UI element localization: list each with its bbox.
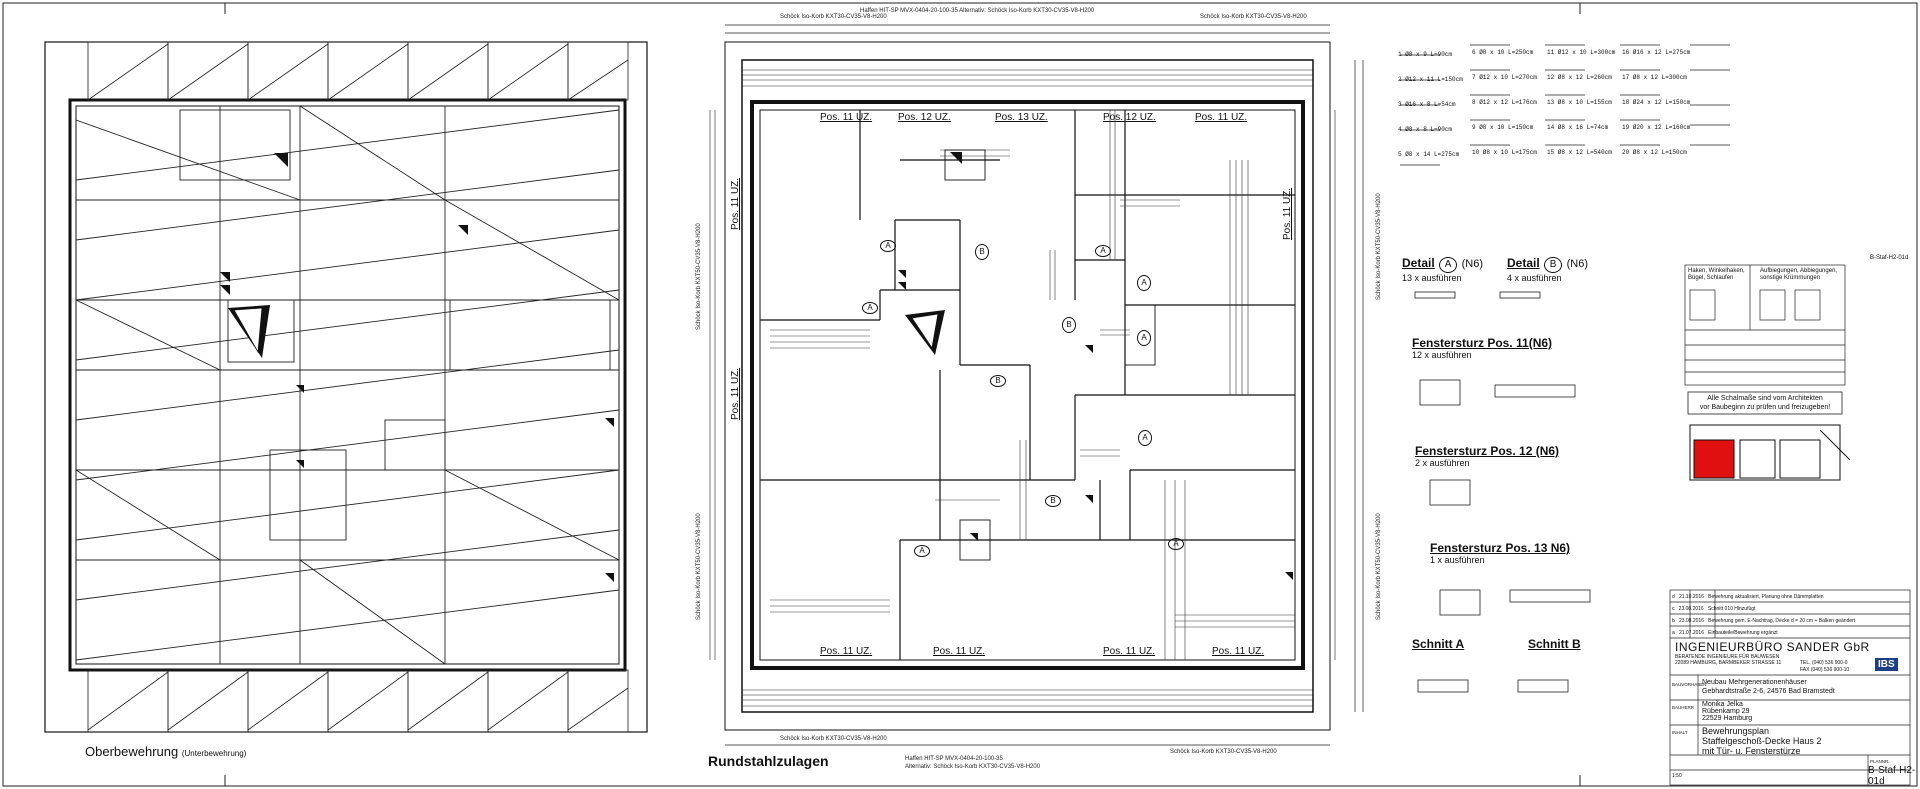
pos-label: Pos. 12 UZ. <box>898 112 951 123</box>
detail-b-mark: B <box>1544 257 1563 273</box>
plan-no-label: PLANNR. <box>1870 759 1890 764</box>
left-plan-title: Oberbewehrung (Unterbewehrung) <box>85 744 247 759</box>
svg-text:Alternativ: Schöck Iso-Korb KX: Alternativ: Schöck Iso-Korb KXT30-CV35-V… <box>905 764 1041 770</box>
revision-row: c 23.08.2016 Schnitt 010 Hinzufügt <box>1672 606 1756 612</box>
left-plan-subtitle: (Unterbewehrung) <box>181 749 247 758</box>
sturz12-sub: 2 x ausführen <box>1415 458 1470 468</box>
office-tel: TEL. (040) 536 900-0 <box>1800 660 1848 666</box>
detail-bubble: B <box>1045 495 1061 507</box>
svg-text:Haffen HIT-SP MVX-0404-20-100-: Haffen HIT-SP MVX-0404-20-100-35 Alterna… <box>860 8 1095 14</box>
pos-label: Pos. 11 UZ. <box>1103 646 1156 657</box>
detail-a-sub: 13 x ausführen <box>1402 273 1462 283</box>
schnitt-b-heading: Schnitt B <box>1528 637 1581 651</box>
sheet-ref: B-Staf-H2-01d <box>1870 255 1909 261</box>
office-name: INGENIEURBÜRO SANDER GbR <box>1675 640 1870 654</box>
office-logo: IBS <box>1875 658 1898 671</box>
detail-b-sub: 4 x ausführen <box>1507 273 1562 283</box>
detail-bubble: A <box>1095 245 1111 257</box>
sturz13-sub: 1 x ausführen <box>1430 555 1485 565</box>
detail-bubble: B <box>975 244 989 260</box>
title-block <box>1669 589 1911 786</box>
pos-label: Pos. 11 UZ. <box>1195 112 1248 123</box>
scale: 1:50 <box>1672 773 1682 779</box>
pos-label: Pos. 11 UZ. <box>820 646 873 657</box>
project-label: BAUVORHABEN <box>1672 682 1707 687</box>
right-plan <box>709 24 1364 746</box>
revision-row: d 21.10.2016 Bewehrung aktualisiert, Pla… <box>1672 594 1824 600</box>
side-pos-label: Pos. 11 UZ. <box>730 367 741 420</box>
legend-text-right: Aufbiegungen, Abbiegungen,sonstige Krümm… <box>1760 268 1838 281</box>
pos-label: Pos. 13 UZ. <box>995 112 1048 123</box>
office-address: 22089 HAMBURG, BARMBEKER STRASSE 11 <box>1675 660 1782 666</box>
revision-row: a 21.07.2016 Einbauteile/Bewehrung ergän… <box>1672 630 1778 636</box>
detail-bubble: A <box>1137 330 1151 346</box>
svg-text:Schöck Iso-Korb KXT50-CV35-V8-: Schöck Iso-Korb KXT50-CV35-V8-H200 <box>696 223 702 330</box>
schnitt-a-heading: Schnitt A <box>1412 637 1465 651</box>
legend-box <box>1684 264 1846 386</box>
svg-text:Schöck Iso-Korb KXT30-CV35-V8-: Schöck Iso-Korb KXT30-CV35-V8-H200 <box>780 14 887 20</box>
detail-bubble: A <box>914 545 930 557</box>
detail-bubble: A <box>1137 275 1151 291</box>
svg-text:Schöck Iso-Korb KXT30-CV35-V8-: Schöck Iso-Korb KXT30-CV35-V8-H200 <box>1170 749 1277 755</box>
detail-bubble: A <box>862 302 878 314</box>
office-sub: BERATENDE INGENIEURE FÜR BAUWESEN <box>1675 654 1780 660</box>
detail-bubble: B <box>1062 317 1076 333</box>
pos-label: Pos. 12 UZ. <box>1103 112 1156 123</box>
svg-text:Schöck Iso-Korb KXT50-CV35-V8-: Schöck Iso-Korb KXT50-CV35-V8-H200 <box>1376 193 1382 300</box>
detail-bubble: A <box>880 240 896 252</box>
detail-bubble: A <box>1138 430 1152 446</box>
pos-label: Pos. 11 UZ. <box>1212 646 1265 657</box>
sturz13-heading: Fenstersturz Pos. 13 N6) 1 x ausführen <box>1430 541 1571 565</box>
office-block: INGENIEURBÜRO SANDER GbR BERATENDE INGEN… <box>1675 640 1907 673</box>
detail-a-heading: Detail A (N6) 13 x ausführen <box>1402 256 1483 283</box>
content-label: INHALT <box>1672 730 1688 735</box>
legend-text-left: Haken, Winkelhaken,Bügel, Schlaufen <box>1688 268 1745 281</box>
side-pos-label: Pos. 11 UZ. <box>730 177 741 230</box>
svg-text:Schöck Iso-Korb KXT30-CV35-V8-: Schöck Iso-Korb KXT30-CV35-V8-H200 <box>1200 14 1307 20</box>
revision-row: b 23.08.2016 Bewehrung gem. E-Nachtrag, … <box>1672 618 1856 624</box>
sturz12-heading: Fenstersturz Pos. 12 (N6) 2 x ausführen <box>1415 444 1560 468</box>
sturz11-heading: Fenstersturz Pos. 11(N6) 12 x ausführen <box>1412 336 1553 360</box>
detail-bubble: B <box>990 375 1006 387</box>
key-plan <box>1689 424 1851 481</box>
detail-b-heading: Detail B (N6) 4 x ausführen <box>1507 256 1588 283</box>
office-fax: FAX (040) 536 900-10 <box>1800 667 1850 673</box>
detail-b-n: (N6) <box>1566 258 1588 270</box>
pos-label: Pos. 11 UZ. <box>933 646 986 657</box>
svg-text:Schöck Iso-Korb KXT30-CV35-V8-: Schöck Iso-Korb KXT30-CV35-V8-H200 <box>780 736 887 742</box>
svg-text:Haffen HIT-SP MVX-0404-20-100-: Haffen HIT-SP MVX-0404-20-100-35 <box>905 756 1003 762</box>
svg-text:Schöck Iso-Korb KXT50-CV35-V8-: Schöck Iso-Korb KXT50-CV35-V8-H200 <box>1376 513 1382 620</box>
svg-text:Schöck Iso-Korb KXT50-CV35-V8-: Schöck Iso-Korb KXT50-CV35-V8-H200 <box>696 513 702 620</box>
plan-number: B-Staf-H2-01d <box>1868 765 1916 787</box>
sturz11-sub: 12 x ausführen <box>1412 350 1472 360</box>
right-plan-title: Rundstahlzulagen <box>708 753 829 769</box>
detail-a-n: (N6) <box>1461 258 1483 270</box>
client-label: BAUHERR <box>1672 705 1695 710</box>
note-box <box>1687 391 1843 415</box>
pos-label: Pos. 11 UZ. <box>820 112 873 123</box>
left-plan <box>44 41 648 733</box>
side-pos-label: Pos. 11 UZ. <box>1282 187 1293 240</box>
detail-bubble: A <box>1168 538 1184 550</box>
revision-table: d 21.10.2016 Bewehrung aktualisiert, Pla… <box>1672 591 1908 639</box>
detail-a-mark: A <box>1439 257 1458 273</box>
bending-schedule <box>1400 44 1730 166</box>
